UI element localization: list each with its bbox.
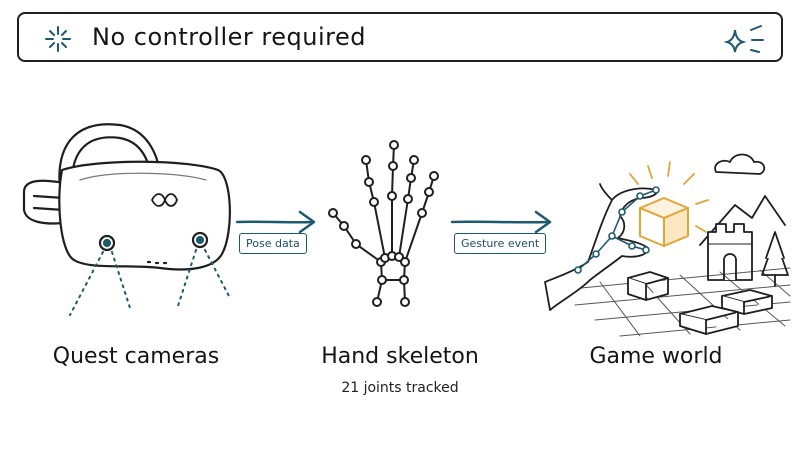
arrow-pose-data [237,212,314,232]
castle-icon [708,224,752,280]
hand-skeleton-icon [329,141,438,306]
ground-grid [560,268,790,336]
game-world-scene [545,155,790,337]
stage-subcaption-joints: 21 joints tracked [307,380,493,396]
glowing-cube-icon [640,198,688,246]
edge-label-pose-data: Pose data [239,233,307,254]
stage-caption-hand-skeleton: Hand skeleton [307,344,493,369]
stage-caption-quest-cameras: Quest cameras [46,344,226,369]
cloud-icon [715,155,764,175]
arrow-gesture-event [452,212,550,232]
block-icon [628,272,668,300]
vr-headset-icon [24,124,230,269]
stage-caption-game-world: Game world [563,344,749,369]
edge-label-gesture-event: Gesture event [454,233,546,254]
tree-icon [762,232,788,286]
